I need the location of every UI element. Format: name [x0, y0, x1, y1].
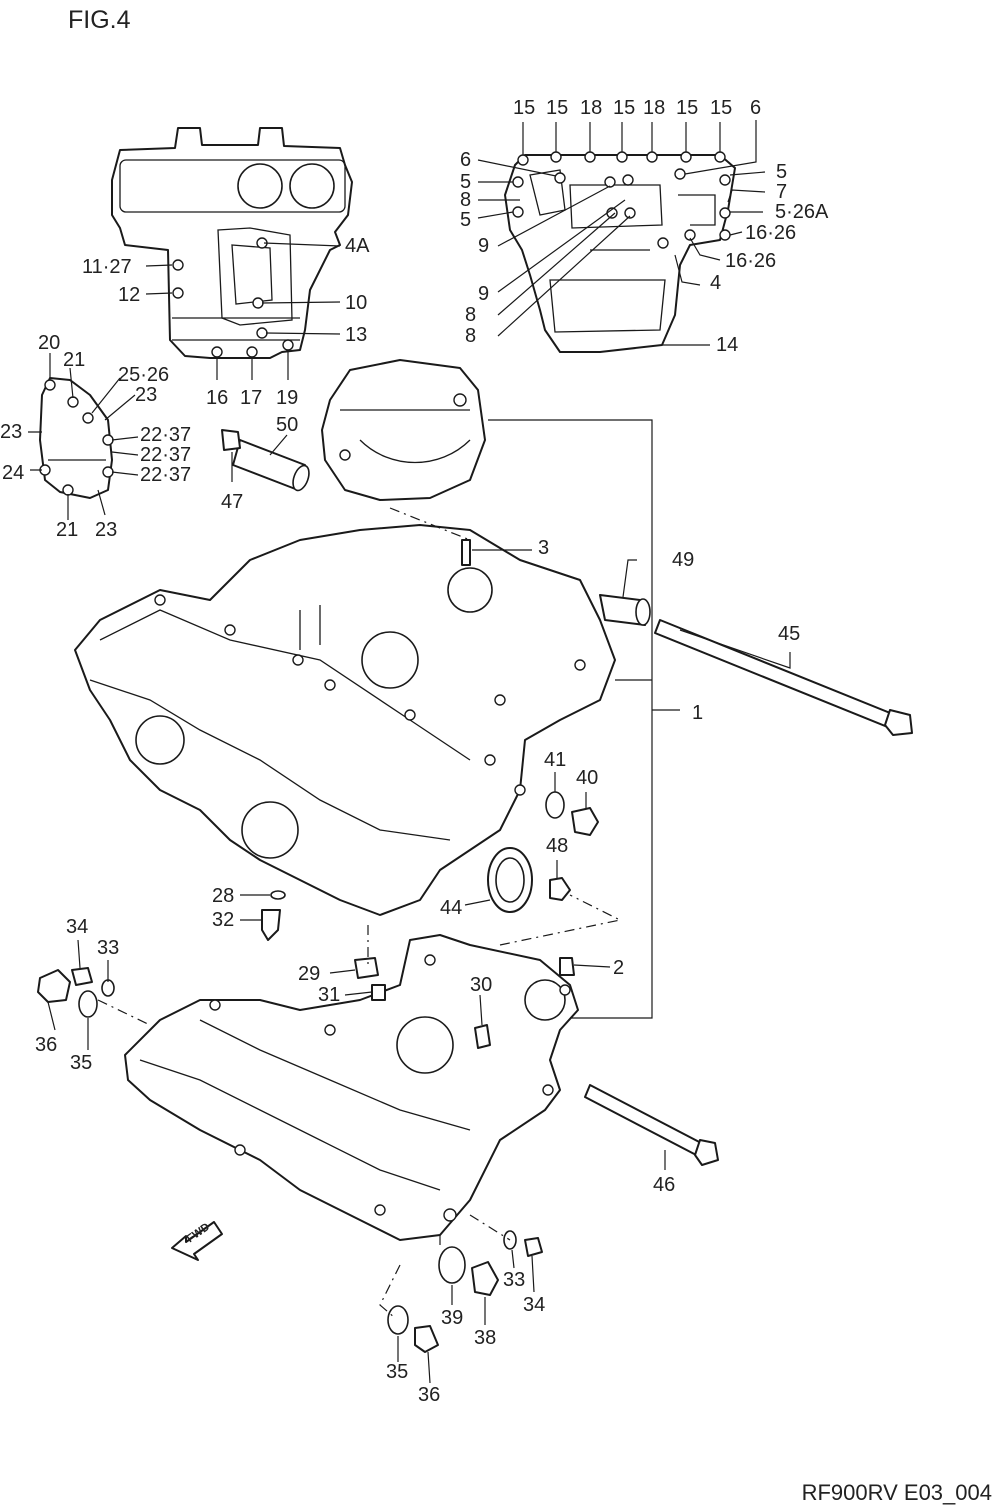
callout-19: 19	[276, 387, 299, 409]
callout-22-37: 22·37	[140, 444, 192, 466]
callout-15: 15	[513, 97, 536, 119]
callout-4a: 4A	[345, 235, 370, 257]
callout-21: 21	[56, 519, 79, 541]
callout-23: 23	[0, 421, 23, 443]
callout-46: 46	[653, 1174, 676, 1196]
callout-4: 4	[710, 272, 722, 294]
callout-44: 44	[440, 897, 463, 919]
callout-38: 38	[474, 1327, 497, 1349]
callout-50: 50	[276, 414, 299, 436]
side-cover-plate	[39, 377, 114, 499]
callout-7: 7	[776, 181, 788, 203]
callout-47: 47	[221, 491, 244, 513]
callout-5: 5	[460, 209, 472, 231]
callout-33: 33	[97, 937, 120, 959]
callout-10: 10	[345, 292, 368, 314]
crankcase-bolt-long	[654, 619, 913, 736]
callout-32: 32	[212, 909, 235, 931]
oil-plug-parts	[487, 791, 599, 913]
callout-22-37: 22·37	[140, 424, 192, 446]
callout-14: 14	[716, 334, 739, 356]
callout-49: 49	[672, 549, 695, 571]
callout-13: 13	[345, 324, 368, 346]
upper-crankcase-inset	[111, 127, 353, 359]
callout-15: 15	[546, 97, 569, 119]
lower-crankcase	[124, 934, 579, 1241]
callout-1: 1	[692, 702, 704, 724]
callout-15: 15	[676, 97, 699, 119]
callout-34: 34	[523, 1294, 546, 1316]
callout-5: 5	[776, 161, 788, 183]
callout-23: 23	[95, 519, 118, 541]
callout-41: 41	[544, 749, 567, 771]
callout-33: 33	[503, 1269, 526, 1291]
callout-34: 34	[66, 916, 89, 938]
callout-15: 15	[710, 97, 733, 119]
callout-30: 30	[470, 974, 493, 996]
callout-29: 29	[298, 963, 321, 985]
callout-3: 3	[538, 537, 550, 559]
callout-35: 35	[386, 1361, 409, 1383]
callout-25-26: 25·26	[118, 364, 170, 386]
callout-17: 17	[240, 387, 263, 409]
callout-23: 23	[135, 384, 158, 406]
callout-11-27: 11·27	[82, 256, 132, 278]
callout-16-26: 16·26	[725, 250, 777, 272]
callout-18: 18	[643, 97, 666, 119]
callout-36: 36	[35, 1034, 58, 1056]
upper-crankcase	[74, 524, 616, 916]
callout-8: 8	[465, 325, 477, 347]
callout-28: 28	[212, 885, 235, 907]
callout-39: 39	[441, 1307, 464, 1329]
callout-35: 35	[70, 1052, 93, 1074]
oil-pressure-switch	[261, 890, 286, 941]
callout-6: 6	[750, 97, 762, 119]
callout-40: 40	[576, 767, 599, 789]
diagram-code: RF900RV E03_004	[801, 1480, 992, 1505]
callout-8: 8	[465, 304, 477, 326]
callout-45: 45	[778, 623, 801, 645]
callout-8: 8	[460, 189, 472, 211]
drain-plugs	[37, 967, 543, 1353]
callout-9: 9	[478, 283, 490, 305]
callout-24: 24	[2, 462, 25, 484]
callout-16-26: 16·26	[745, 222, 797, 244]
lower-crankcase-inset	[504, 151, 736, 353]
callout-12: 12	[118, 284, 141, 306]
dowel-sleeve	[599, 594, 651, 626]
callout-9: 9	[478, 235, 490, 257]
callout-31: 31	[318, 984, 341, 1006]
callout-36: 36	[418, 1384, 441, 1406]
callout-5: 5	[460, 171, 472, 193]
callout-21: 21	[63, 349, 86, 371]
callout-2: 2	[613, 957, 625, 979]
leader-lines	[28, 120, 791, 1384]
callout-20: 20	[38, 332, 61, 354]
callout-5-26a: 5·26A	[775, 201, 829, 223]
fwd-arrow-icon	[171, 1221, 223, 1261]
bearing-cap	[321, 359, 486, 501]
callout-15: 15	[613, 97, 636, 119]
callout-48: 48	[546, 835, 569, 857]
figure-title: FIG.4	[68, 6, 131, 34]
callout-18: 18	[580, 97, 603, 119]
callout-6: 6	[460, 149, 472, 171]
crankcase-bolt-46	[584, 1084, 719, 1166]
callout-22-37: 22·37	[140, 464, 192, 486]
oil-pipe	[221, 429, 310, 492]
callout-16: 16	[206, 387, 229, 409]
